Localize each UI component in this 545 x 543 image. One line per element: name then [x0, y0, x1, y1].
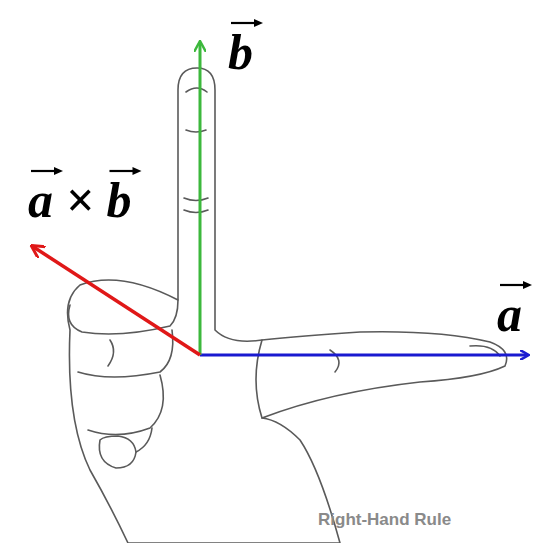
- vector-arrow: [231, 22, 257, 24]
- vector-arrowhead: [523, 281, 532, 289]
- vector-arrow: [500, 284, 526, 286]
- vector-arrow: [31, 170, 57, 172]
- vector-arrow: [109, 170, 135, 172]
- cross-product-label: a × b: [28, 172, 132, 230]
- vector-label: a: [497, 286, 522, 344]
- vector-label: b: [228, 24, 253, 82]
- vector-arrowhead: [133, 167, 142, 175]
- vector-arrowhead: [254, 19, 263, 27]
- watermark: Right-Hand Rule: [318, 510, 451, 530]
